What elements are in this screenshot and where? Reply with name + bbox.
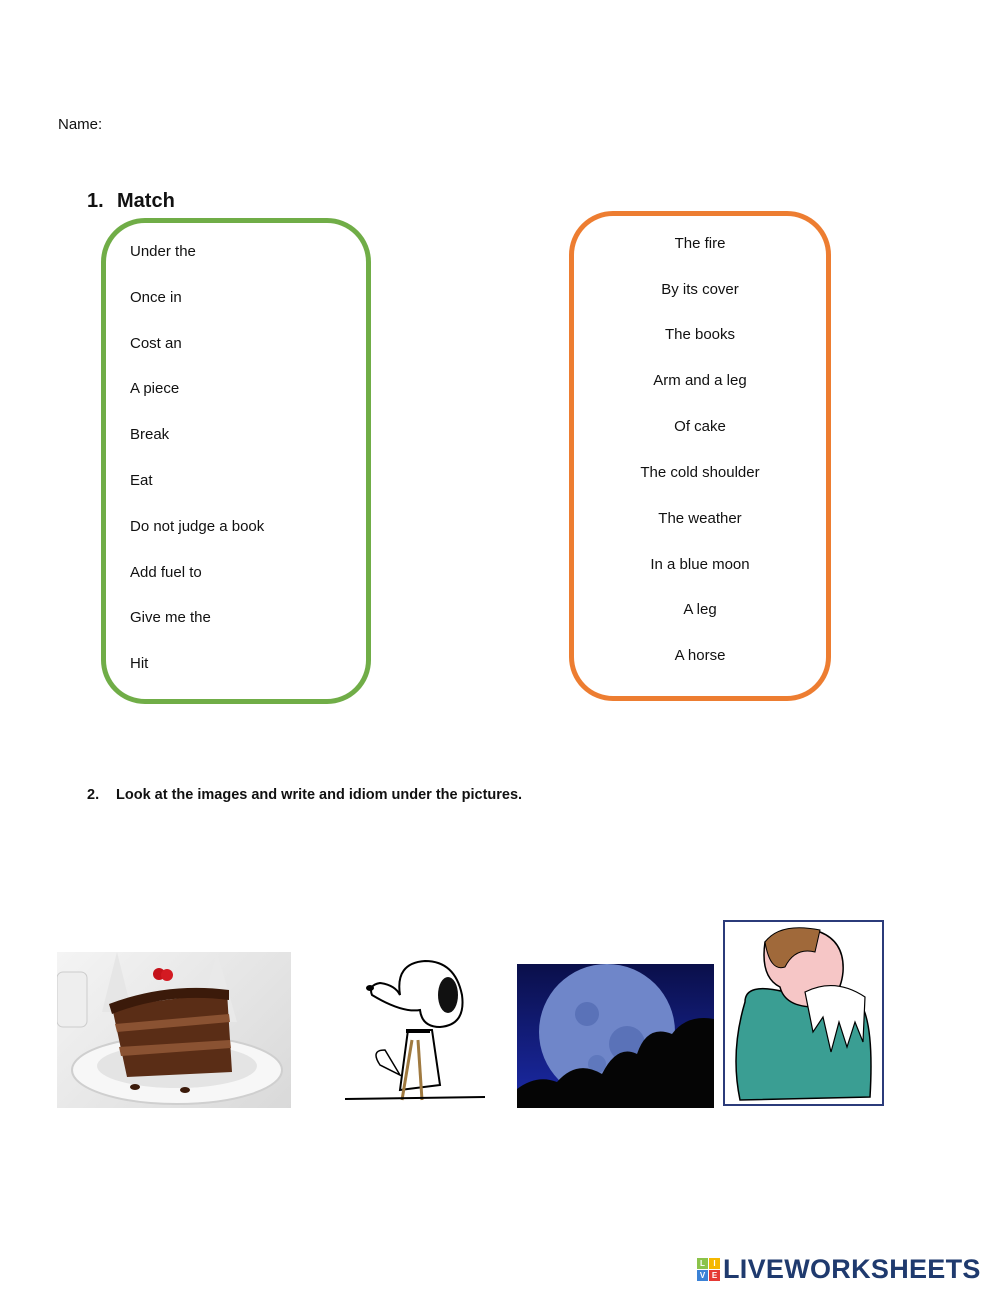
right-item[interactable]: A horse bbox=[674, 647, 726, 664]
left-match-box bbox=[101, 218, 371, 704]
left-item[interactable]: Give me the bbox=[130, 609, 211, 626]
liveworksheets-logo: L I V E LIVEWORKSHEETS bbox=[697, 1254, 981, 1284]
right-item[interactable]: In a blue moon bbox=[650, 556, 750, 573]
chocolate-cake-slice-image bbox=[57, 952, 291, 1108]
right-item[interactable]: The weather bbox=[658, 510, 742, 527]
left-item[interactable]: Eat bbox=[130, 472, 153, 489]
section-1-title: Match bbox=[117, 190, 175, 212]
right-match-box bbox=[569, 211, 831, 701]
man-cold-shoulder-image bbox=[723, 920, 884, 1106]
section-2-heading: 2. Look at the images and write and idiom… bbox=[87, 787, 522, 803]
left-item[interactable]: Under the bbox=[130, 243, 196, 260]
right-item[interactable]: A leg bbox=[683, 601, 717, 618]
right-item[interactable]: Arm and a leg bbox=[653, 372, 747, 389]
section-1-heading: 1. Match bbox=[87, 190, 175, 213]
right-item[interactable]: The cold shoulder bbox=[640, 464, 760, 481]
left-item[interactable]: Cost an bbox=[130, 335, 182, 352]
left-item[interactable]: Do not judge a book bbox=[130, 518, 265, 535]
right-item[interactable]: The fire bbox=[674, 235, 726, 252]
blue-moon-night-image bbox=[517, 964, 714, 1108]
live-squares-icon: L I V E bbox=[697, 1257, 720, 1281]
logo-text: LIVEWORKSHEETS bbox=[723, 1253, 981, 1284]
logo-letter: L bbox=[697, 1257, 708, 1269]
logo-letter: E bbox=[709, 1269, 720, 1281]
right-item[interactable]: Of cake bbox=[674, 418, 726, 435]
right-item[interactable]: By its cover bbox=[661, 281, 739, 298]
section-2-title: Look at the images and write and idiom u… bbox=[116, 787, 523, 803]
left-item[interactable]: A piece bbox=[130, 380, 180, 397]
section-1-number: 1. bbox=[87, 190, 104, 212]
left-item[interactable]: Break bbox=[130, 426, 170, 443]
right-item[interactable]: The books bbox=[664, 326, 736, 343]
logo-letter: V bbox=[697, 1269, 708, 1281]
left-item[interactable]: Hit bbox=[130, 655, 149, 672]
name-label: Name: bbox=[58, 116, 103, 133]
logo-letter: I bbox=[709, 1257, 720, 1269]
left-item[interactable]: Once in bbox=[130, 289, 182, 306]
section-2-number: 2. bbox=[87, 787, 100, 803]
snoopy-with-crutches-image bbox=[340, 955, 490, 1107]
left-item[interactable]: Add fuel to bbox=[130, 564, 202, 581]
